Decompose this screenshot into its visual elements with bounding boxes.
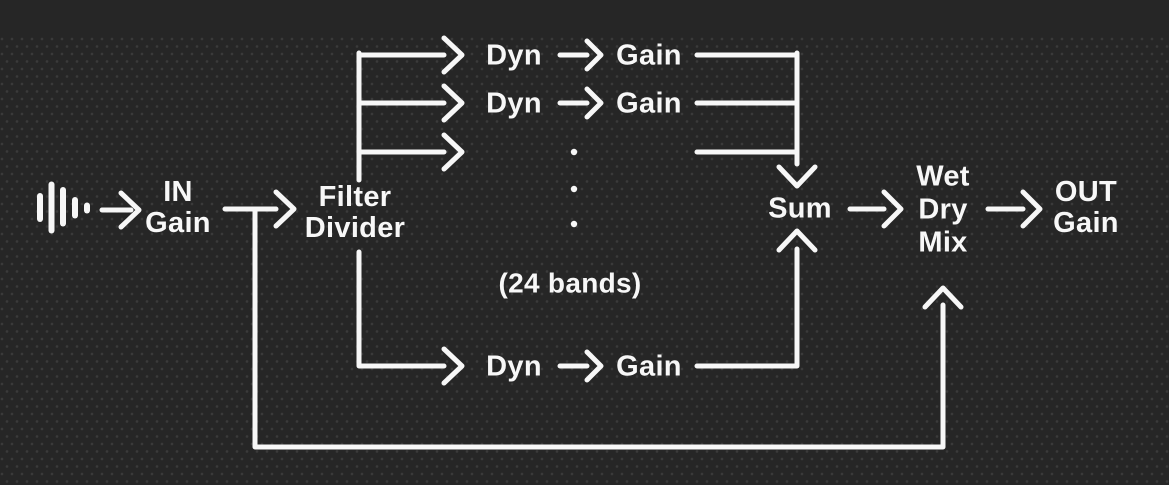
filter-divider-line2: Divider: [304, 212, 406, 244]
wire-bottom-band-to-sum: [694, 228, 818, 369]
band-ellipsis-dots: [570, 148, 578, 228]
dyn-label-row1: Dyn: [486, 39, 542, 72]
filter-divider-label: Filter Divider: [305, 182, 405, 244]
arrow-dyn-to-gain-row2: [557, 86, 604, 120]
audio-waveform-icon: [37, 181, 90, 234]
out-gain-line1: OUT: [1054, 176, 1118, 208]
wet-dry-mix-label: Wet Dry Mix: [916, 161, 970, 260]
wire-filter-splitter: [356, 35, 465, 183]
out-gain-label: OUT Gain: [1053, 177, 1119, 239]
wire-dry-bypass: [252, 206, 964, 450]
arrow-dyn-to-gain-bottom: [557, 349, 604, 383]
out-gain-line2: Gain: [1053, 207, 1119, 239]
gain-label-row1: Gain: [616, 39, 682, 72]
wire-merge-to-sum: [694, 50, 818, 189]
dyn-label-row2: Dyn: [486, 87, 542, 120]
wet-dry-mix-line3: Mix: [918, 226, 968, 259]
in-gain-line1: IN: [163, 176, 193, 208]
wire-in-gain-to-filter-divider: [222, 189, 297, 229]
gain-label-bottom: Gain: [616, 350, 682, 383]
arrow-dyn-to-gain-row1: [557, 38, 604, 72]
band-count-note: (24 bands): [498, 267, 642, 299]
wire-band-bottom-branch: [356, 249, 465, 386]
wet-dry-mix-line1: Wet: [916, 160, 970, 193]
arrow-sum-to-mix: [847, 189, 904, 229]
filter-divider-line1: Filter: [318, 181, 392, 213]
arrow-mix-to-out-gain: [985, 189, 1043, 229]
gain-label-row2: Gain: [616, 87, 682, 120]
arrow-source-to-in-gain: [99, 190, 142, 230]
in-gain-line2: Gain: [145, 207, 211, 239]
wet-dry-mix-line2: Dry: [918, 193, 968, 226]
in-gain-label: IN Gain: [145, 177, 211, 239]
background-dot-pattern: [0, 36, 1169, 485]
sum-label: Sum: [768, 192, 832, 225]
dyn-label-bottom: Dyn: [486, 350, 542, 383]
